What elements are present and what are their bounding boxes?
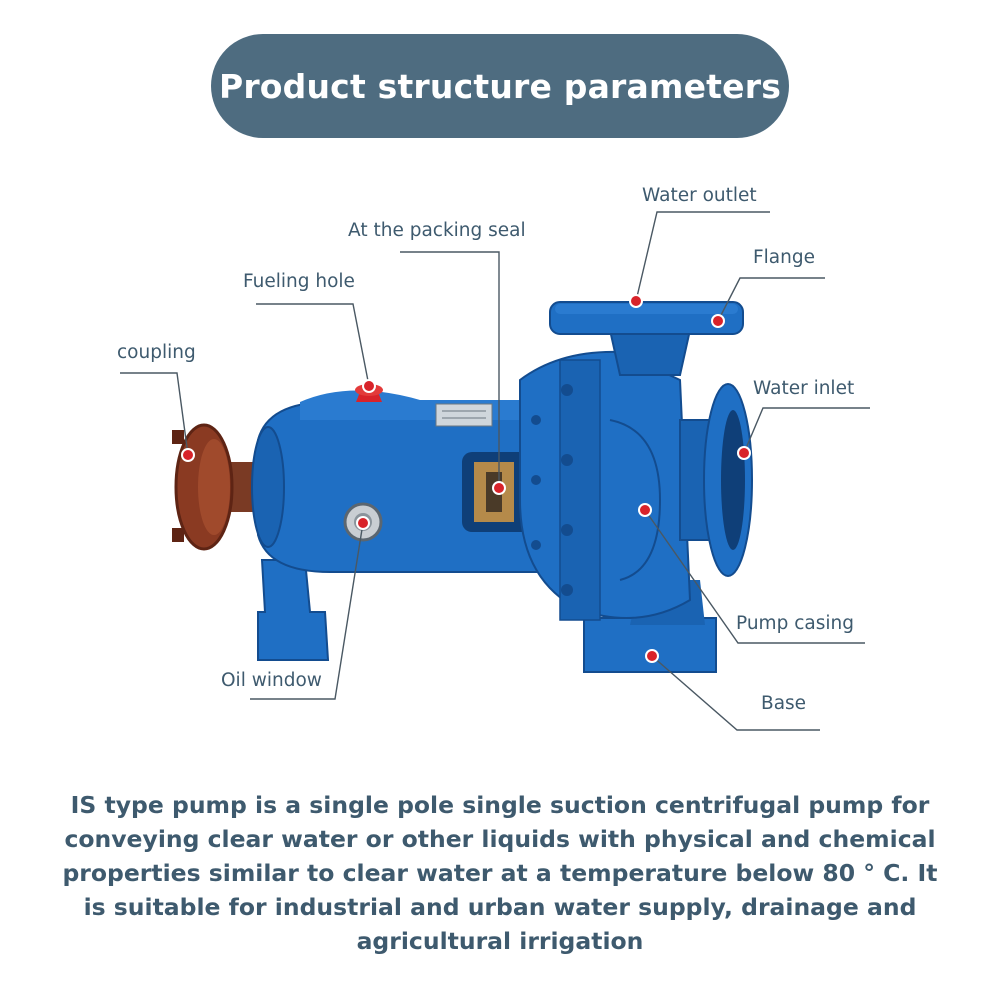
leader-fueling-hole [256,303,370,387]
leader-water-inlet [743,407,870,454]
leader-lines [120,211,870,731]
leader-pump-casing [644,509,865,644]
label-base: Base [761,693,807,714]
page-title: Product structure parameters [218,66,782,106]
leader-water-outlet [635,211,770,302]
label-flange: Flange [753,247,815,268]
leader-base [651,655,820,731]
label-oil-window: Oil window [221,670,322,691]
marker-packing-seal [492,481,506,495]
label-packing-seal: At the packing seal [348,220,526,241]
marker-water-outlet [629,294,643,308]
marker-flange [711,314,725,328]
marker-pump-casing [638,503,652,517]
marker-water-inlet [737,446,751,460]
label-water-outlet: Water outlet [642,185,757,206]
label-coupling: coupling [117,342,196,363]
markers [181,294,751,663]
marker-oil-window [356,516,370,530]
marker-fueling-hole [362,379,376,393]
leader-packing-seal [400,251,500,488]
marker-base [645,649,659,663]
label-fueling-hole: Fueling hole [243,271,355,292]
title-banner: Product structure parameters [211,34,789,138]
leader-oil-window [250,522,364,700]
leader-coupling [120,372,189,456]
label-pump-casing: Pump casing [736,613,854,634]
product-description: IS type pump is a single pole single suc… [62,791,938,955]
label-water-inlet: Water inlet [753,378,855,399]
pump-illustration [172,301,753,673]
leader-flange [717,277,825,322]
marker-coupling [181,448,195,462]
